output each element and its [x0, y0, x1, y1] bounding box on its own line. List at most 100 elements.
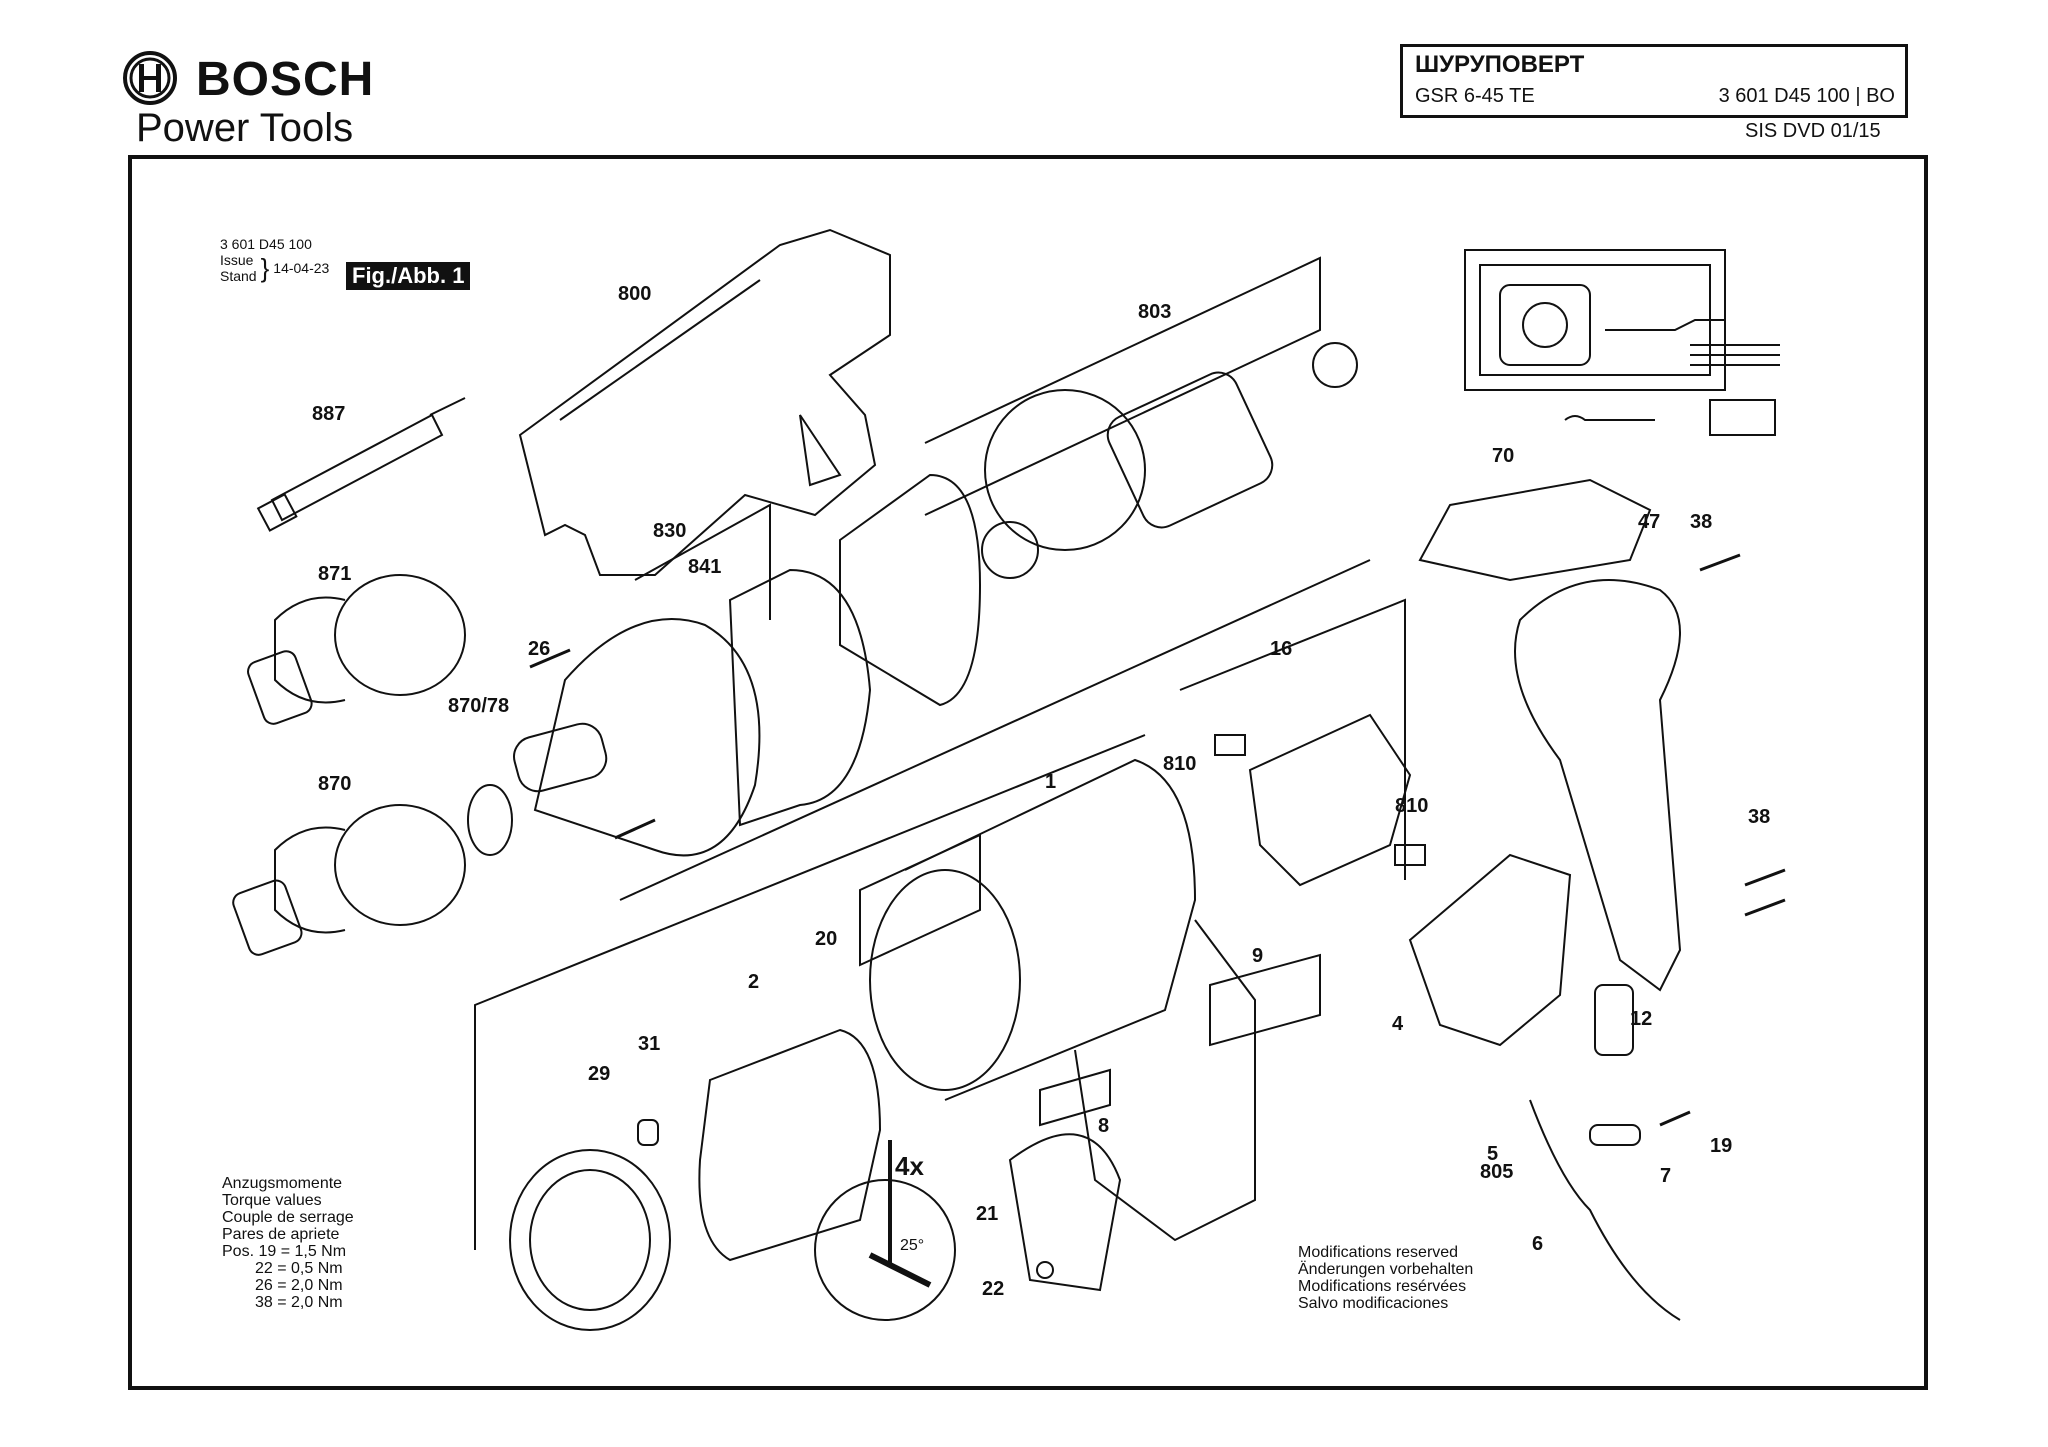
part-870-depth-stop [232, 804, 466, 956]
angle-count-label: 4x [895, 1151, 924, 1181]
part-label-887: 887 [312, 403, 345, 425]
part-16-brush-holder [1248, 713, 1412, 887]
title-box: ШУРУПОВЕРТ GSR 6-45 TE 3 601 D45 100 | B… [1400, 44, 1908, 118]
torque-heading-line: Pares de apriete [222, 1226, 340, 1243]
torque-heading-line: Anzugsmomente [222, 1175, 342, 1192]
modification-line: Änderungen vorbehalten [1298, 1260, 1473, 1278]
part-label-20: 20 [815, 928, 837, 950]
part-6-cord [1529, 1099, 1681, 1321]
torque-value-line: 38 = 2,0 Nm [255, 1294, 343, 1311]
part-29-brush-ring [509, 1149, 671, 1331]
part-label-47: 47 [1638, 511, 1660, 533]
part-number: 3 601 D45 100 | BO [1718, 85, 1895, 107]
part-label-29: 29 [588, 1063, 610, 1085]
part-label-16: 16 [1270, 638, 1292, 660]
guide-line-803 [924, 256, 1321, 516]
part-label-31: 31 [638, 1033, 660, 1055]
modification-line: Salvo modificaciones [1298, 1295, 1448, 1312]
part-47-handle-half [1514, 579, 1682, 992]
brand-name: BOSCH [196, 53, 375, 106]
guide-line-16 [1179, 598, 1406, 880]
model-name: GSR 6-45 TE [1415, 85, 1535, 107]
stand-label: Stand [220, 268, 257, 284]
part-9-label [1209, 953, 1321, 1047]
torque-value-line: 26 = 2,0 Nm [255, 1277, 343, 1294]
part-38-screw [1699, 553, 1741, 572]
part-871-depth-stop [247, 574, 466, 725]
part-label-2: 2 [748, 971, 759, 993]
part-label-19: 19 [1710, 1135, 1732, 1157]
part-label-9: 9 [1252, 945, 1263, 967]
figure-badge: Fig./Abb. 1 [346, 262, 471, 290]
angle-plate [868, 1252, 932, 1288]
part-label-830: 830 [653, 520, 686, 542]
part-26-screw [529, 648, 571, 669]
sis-version: SIS DVD 01/15 [1745, 120, 1881, 142]
part-label-870-78: 870/78 [448, 695, 509, 717]
part-label-5: 5 [1487, 1143, 1498, 1165]
part-22-screw [1036, 1261, 1054, 1279]
part-label-841: 841 [688, 556, 721, 578]
part-label-22: 22 [982, 1278, 1004, 1300]
part-2-field [698, 1028, 882, 1262]
part-4-switch [1408, 853, 1572, 1047]
bosch-armature-icon [123, 51, 177, 105]
part-label-8: 8 [1098, 1115, 1109, 1137]
part-12-capacitor [1594, 984, 1634, 1056]
part-870-78-ring [467, 784, 513, 856]
part-8-label [1039, 1068, 1111, 1127]
part-label-6: 6 [1532, 1233, 1543, 1255]
issue-date: 14-04-23 [273, 260, 330, 276]
part-21-cover [1008, 1133, 1122, 1292]
part-830-gear-housing [513, 618, 761, 857]
part-800-depth-locator [518, 228, 891, 576]
angle-value-label: 25° [900, 1237, 924, 1254]
part-label-4: 4 [1392, 1013, 1404, 1035]
torque-heading-line: Torque values [222, 1192, 322, 1209]
guide-line-lower [474, 734, 1146, 1250]
part-810-brush-b [1394, 844, 1426, 866]
part-label-810: 810 [1163, 753, 1196, 775]
torque-value-line: 22 = 0,5 Nm [255, 1260, 343, 1277]
part-1-motor-housing [869, 758, 1256, 1242]
torque-value-line: Pos. 19 = 1,5 Nm [222, 1243, 346, 1260]
part-label-870: 870 [318, 773, 351, 795]
part-26-screw-b [614, 818, 656, 840]
figure-part-number: 3 601 D45 100 [220, 236, 312, 252]
torque-heading-line: Couple de serrage [222, 1209, 354, 1226]
brand-logo: BOSCH Power Tools [122, 50, 402, 160]
part-label-800: 800 [618, 283, 651, 305]
drawing-frame [128, 155, 1928, 1390]
part-7-clamp [1589, 1124, 1641, 1146]
part-label-810: 810 [1395, 795, 1428, 817]
part-803-armature [981, 342, 1358, 579]
issue-block: 3 601 D45 100 Issue Stand } 14-04-23 [220, 236, 330, 284]
part-label-871: 871 [318, 563, 351, 585]
guide-line-830 [634, 503, 771, 620]
part-810-brush-a [1214, 734, 1246, 756]
part-38-screw-c [1744, 898, 1786, 917]
part-label-26: 26 [528, 638, 550, 660]
product-type: ШУРУПОВЕРТ [1415, 51, 1585, 78]
wiring-schematic [1464, 249, 1780, 436]
part-label-70: 70 [1492, 445, 1514, 467]
part-20-label [859, 833, 981, 967]
part-label-38: 38 [1690, 511, 1712, 533]
part-label-1: 1 [1045, 771, 1056, 793]
part-label-803: 803 [1138, 301, 1171, 323]
guide-diagonal [619, 559, 1371, 901]
part-label-38: 38 [1748, 806, 1770, 828]
part-887-bit-holder [256, 397, 466, 532]
part-bearing-plate [839, 473, 982, 707]
part-label-805: 805 [1480, 1161, 1513, 1183]
division-name: Power Tools [136, 106, 354, 150]
part-label-7: 7 [1660, 1165, 1671, 1187]
issue-label: Issue [220, 252, 254, 268]
part-38-screw-b [1744, 868, 1786, 887]
modification-line: Modifications resérvées [1298, 1278, 1466, 1295]
part-841-gasket [728, 568, 872, 827]
